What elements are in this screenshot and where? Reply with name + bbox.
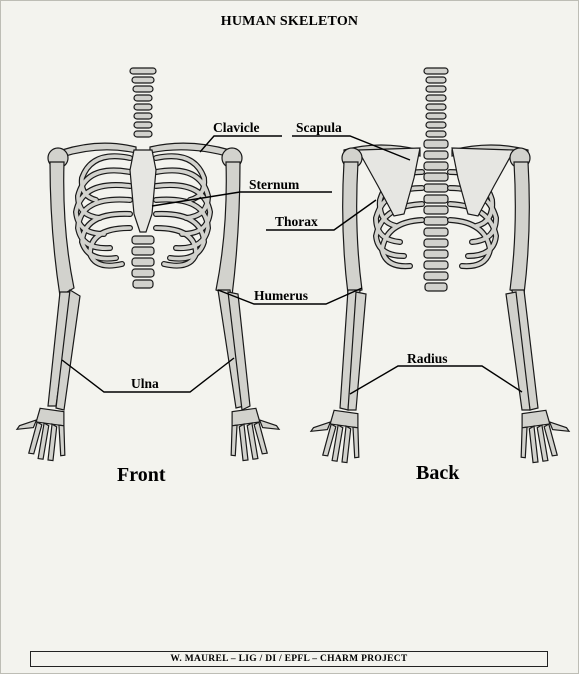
back-left-hand [307, 408, 364, 465]
label-scapula: Scapula [296, 120, 342, 135]
label-ulna: Ulna [131, 376, 159, 391]
label-thorax: Thorax [275, 214, 318, 229]
back-right-humerus [510, 162, 529, 294]
front-lumbar-spine [132, 236, 154, 288]
front-sternum [130, 150, 156, 232]
label-radius: Radius [407, 351, 448, 366]
label-clavicle: Clavicle [213, 120, 260, 135]
front-right-hand [225, 406, 282, 463]
back-skeleton [307, 68, 572, 464]
front-left-hand [13, 406, 70, 463]
back-left-humerus [343, 162, 362, 294]
label-back-view: Back [416, 462, 460, 484]
front-cervical-spine [130, 68, 156, 137]
back-right-hand [515, 408, 572, 465]
label-front-view: Front [117, 464, 166, 486]
back-spine [424, 68, 448, 291]
label-humerus: Humerus [254, 288, 308, 303]
label-sternum: Sternum [249, 177, 300, 192]
footer-credit: W. MAUREL – LIG / DI / EPFL – CHARM PROJ… [30, 651, 548, 667]
front-left-humerus [50, 162, 74, 296]
front-right-humerus [216, 162, 240, 296]
